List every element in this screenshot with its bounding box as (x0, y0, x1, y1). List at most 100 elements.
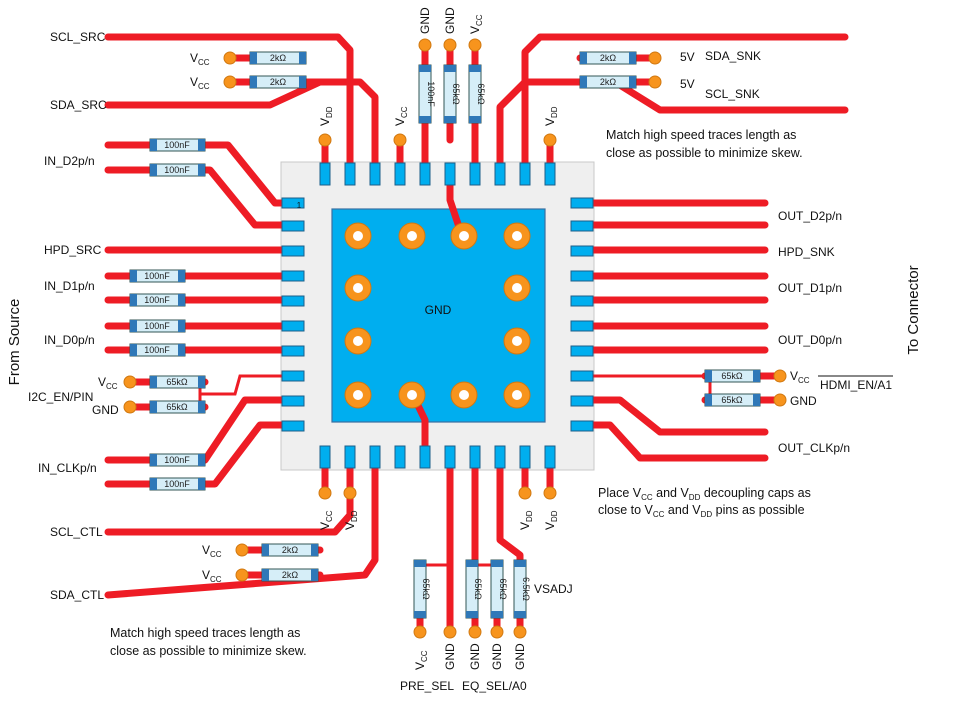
vcc-v: V (413, 662, 427, 670)
resistor-value: 65kΩ (498, 578, 508, 600)
capacitor-end (150, 139, 157, 151)
label-i2c-en: I2C_EN/PIN (28, 390, 93, 404)
vdd-label: VDD (518, 510, 534, 530)
vcc-sub: CC (210, 575, 222, 584)
resistor-end (469, 116, 481, 123)
capacitor-end (130, 344, 137, 356)
svg-text:VCC: VCC (202, 568, 222, 584)
resistor-value: 2kΩ (270, 53, 287, 63)
label-hdmi-en: HDMI_EN/A1 (820, 378, 892, 392)
note-text: close to V (598, 503, 654, 517)
via (648, 75, 662, 89)
label-in-d1: IN_D1p/n (44, 279, 95, 293)
pin (369, 162, 381, 186)
via (773, 369, 787, 383)
capacitor-value: 100nF (164, 140, 190, 150)
capacitor-end (150, 478, 157, 490)
vcc-sub: CC (325, 510, 334, 522)
pin (469, 445, 481, 469)
resistor-end (580, 76, 587, 88)
label-scl-src: SCL_SRC (50, 30, 106, 44)
vcc-v: V (202, 543, 210, 557)
label-bot-gnd-2: GND (468, 643, 482, 670)
vcc-label: VCC (790, 369, 810, 385)
svg-text:VCC: VCC (393, 106, 409, 126)
pin (444, 445, 456, 469)
label-5v-1: 5V (680, 50, 695, 64)
note-text: pins as possible (712, 503, 804, 517)
label-in-d2: IN_D2p/n (44, 154, 95, 168)
resistor-value: 2kΩ (282, 570, 299, 580)
vdd-sub: DD (689, 493, 701, 502)
pin (570, 420, 594, 432)
label-sda-snk: SDA_SNK (705, 49, 761, 63)
via-hole (407, 231, 417, 241)
gnd-pad-label: GND (425, 303, 452, 317)
capacitor-value: 100nF (164, 455, 190, 465)
vdd-sub: DD (550, 106, 559, 118)
resistor-end (150, 401, 157, 413)
via (468, 625, 482, 639)
resistor-end (250, 52, 257, 64)
trace-out-clkp (576, 396, 769, 436)
capacitor-end (178, 320, 185, 332)
resistor-end (629, 76, 636, 88)
via (648, 51, 662, 65)
vcc-v: V (393, 118, 407, 126)
via (543, 133, 557, 147)
label-bot-gnd-3: GND (490, 643, 504, 670)
label-out-d2: OUT_D2p/n (778, 209, 842, 223)
capacitor-end (198, 139, 205, 151)
pin (570, 295, 594, 307)
pin (570, 220, 594, 232)
resistor-end (491, 611, 503, 618)
resistor-value: 6.5kΩ (521, 577, 531, 601)
vcc-label: VCC (202, 568, 222, 584)
vcc-label: VCC (413, 650, 429, 670)
via-hole (459, 231, 469, 241)
pin (281, 370, 305, 382)
resistor-end (444, 65, 456, 72)
resistor-end (466, 611, 478, 618)
vdd-v: V (343, 522, 357, 530)
resistor-end (299, 76, 306, 88)
vcc-sub: CC (798, 376, 810, 385)
pin (281, 295, 305, 307)
note-match-top-2: close as possible to minimize skew. (606, 146, 803, 160)
capacitor-end (198, 454, 205, 466)
vcc-sub: CC (210, 550, 222, 559)
vcc-sub: CC (641, 493, 653, 502)
pin (281, 420, 305, 432)
vcc-label: VCC (318, 510, 334, 530)
label-out-d0: OUT_D0p/n (778, 333, 842, 347)
pin (319, 162, 331, 186)
capacitor-end (150, 164, 157, 176)
vcc-v: V (190, 51, 198, 65)
pin (570, 370, 594, 382)
via (318, 133, 332, 147)
pin (281, 320, 305, 332)
label-i2c-gnd: GND (92, 403, 119, 417)
vdd-v: V (518, 522, 532, 530)
left-pins (281, 197, 305, 432)
vdd-sub: DD (325, 106, 334, 118)
label-in-clk: IN_CLKp/n (38, 461, 97, 475)
via (235, 568, 249, 582)
resistor-value: 2kΩ (600, 53, 617, 63)
capacitor-value: 100nF (144, 345, 170, 355)
via (468, 38, 482, 52)
pin (519, 162, 531, 186)
capacitor-value: 100nF (144, 295, 170, 305)
capacitor-value: 100nF (144, 271, 170, 281)
via (235, 543, 249, 557)
label-to-connector: To Connector (905, 265, 922, 354)
via-hole (353, 336, 363, 346)
pin (394, 445, 406, 469)
capacitor-value: 100nF (144, 321, 170, 331)
note-text: and V (664, 503, 701, 517)
vcc-sub: CC (106, 382, 118, 391)
trace-scl-snk (496, 78, 849, 169)
trace-hdmi-en-pin (580, 374, 712, 400)
vcc-label: VCC (98, 375, 118, 391)
pin (570, 345, 594, 357)
